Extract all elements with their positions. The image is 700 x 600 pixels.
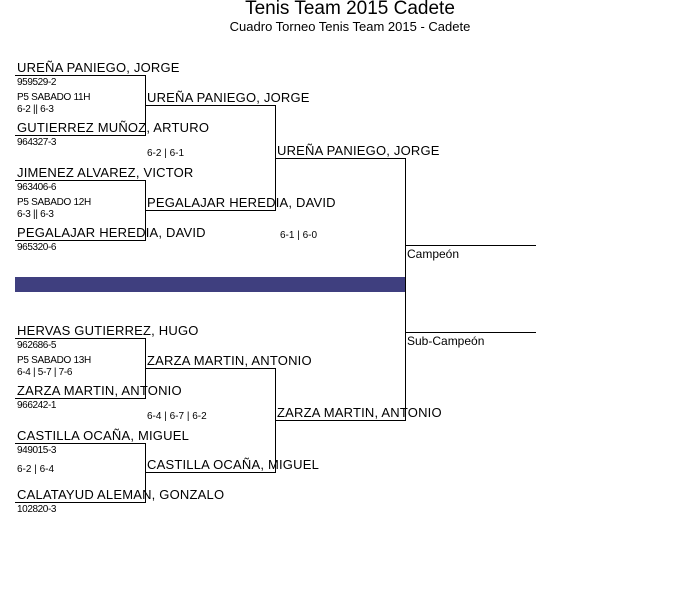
player-name[interactable]: HERVAS GUTIERREZ, HUGO [17,323,199,338]
bracket-line [15,240,145,241]
bracket-line [405,332,536,333]
bracket-line [405,245,536,246]
bracket-divider-bar [15,277,405,292]
match-score: 6-4 | 6-7 | 6-2 [147,411,207,422]
bracket-line [15,180,145,181]
player-name[interactable]: ZARZA MARTIN, ANTONIO [277,405,442,420]
match-score: 6-2 | 6-4 [17,464,55,475]
player-name[interactable]: CASTILLA OCAÑA, MIGUEL [17,428,190,443]
bracket-line [145,210,275,211]
player-name[interactable]: PEGALAJAR HEREDIA, DAVID [17,225,206,240]
bracket-line [145,443,146,503]
bracket-line [15,338,145,339]
player-name[interactable]: JIMENEZ ALVAREZ, VICTOR [17,165,194,180]
bracket-line [145,105,275,106]
match-score: 6-1 | 6-0 [280,230,318,241]
player-name[interactable]: CALATAYUD ALEMAN, GONZALO [17,487,225,502]
player-name[interactable]: ZARZA MARTIN, ANTONIO [17,383,182,398]
player-name[interactable]: UREÑA PANIEGO, JORGE [147,90,310,105]
player-id: 964327-3 [17,137,57,148]
player-name[interactable]: UREÑA PANIEGO, JORGE [17,60,180,75]
match-schedule: P5 SABADO 11H [17,92,91,103]
player-id: 965320-6 [17,242,57,253]
bracket-line [15,75,145,76]
bracket-line [15,502,145,503]
player-id: 962686-5 [17,340,57,351]
champion-label: Campeón [407,247,460,261]
player-name[interactable]: CASTILLA OCAÑA, MIGUEL [147,457,320,472]
player-name[interactable]: ZARZA MARTIN, ANTONIO [147,353,312,368]
bracket-line [275,158,405,159]
bracket-line [275,420,405,421]
match-score: 6-2 || 6-3 [17,104,54,115]
bracket-line [15,398,145,399]
match-score: 6-3 || 6-3 [17,209,54,220]
bracket-line [145,368,275,369]
bracket-line [15,135,145,136]
player-name[interactable]: PEGALAJAR HEREDIA, DAVID [147,195,336,210]
player-id: 963406-6 [17,182,57,193]
player-id: 966242-1 [17,400,57,411]
player-id: 959529-2 [17,77,57,88]
page-subtitle: Cuadro Torneo Tenis Team 2015 - Cadete [229,19,471,34]
bracket-line [15,443,145,444]
player-name[interactable]: UREÑA PANIEGO, JORGE [277,143,440,158]
player-id: 102820-3 [17,504,57,515]
bracket-line [145,472,275,473]
page-title: Tenis Team 2015 Cadete [245,0,455,19]
player-name[interactable]: GUTIERREZ MUÑOZ, ARTURO [17,120,210,135]
bracket-line [405,158,406,421]
match-score: 6-2 | 6-1 [147,148,185,159]
runner-up-label: Sub-Campeón [407,334,485,348]
player-id: 949015-3 [17,445,57,456]
match-schedule: P5 SABADO 13H [17,355,91,366]
match-schedule: P5 SABADO 12H [17,197,91,208]
match-score: 6-4 | 5-7 | 7-6 [17,367,73,378]
